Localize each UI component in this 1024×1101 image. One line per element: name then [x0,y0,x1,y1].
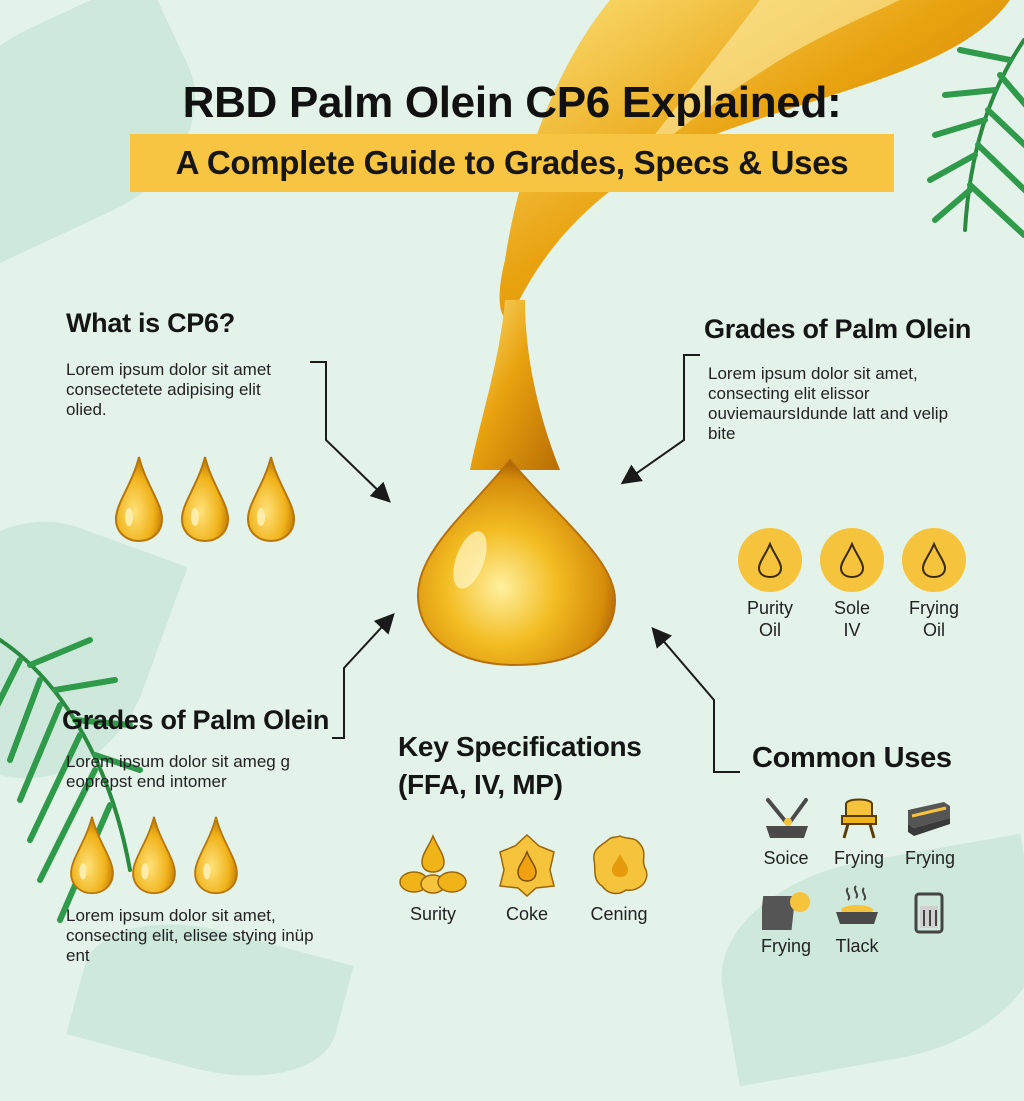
grade-label-line1: Purity [746,598,793,618]
key-specs-heading-line1: Key Specifications [398,731,642,762]
drop-blob-icon [593,835,648,895]
griddle-icon [908,802,950,836]
common-uses-heading: Common Uses [752,742,952,774]
grade-label-line1: Sole [833,598,871,618]
palm-frond-icon [0,637,143,923]
spec-label: Cening [590,904,648,924]
oil-drop-icon [114,456,164,543]
oil-drop-icon [246,456,296,543]
grade-label-line2: Oil [923,620,945,640]
grade-icon-circle [738,528,802,592]
grade-icon-circle [902,528,966,592]
grade-label-line2: Oil [759,620,781,640]
key-specs-heading: Key Specifications (FFA, IV, MP) [398,728,642,804]
grades-right-heading: Grades of Palm Olein [704,314,972,344]
grade-label-line1: Frying [908,598,959,618]
square-drop-icon [762,892,810,930]
spec-label: Coke [505,904,549,924]
oil-drop-main [416,458,617,667]
oil-drop-icon [180,456,230,543]
use-label: Tlack [835,936,879,956]
drop-badge-icon [499,833,555,898]
use-label: Frying [904,848,955,868]
grades-right-text: Lorem ipsum dolor sit amet, consecting e… [708,364,949,443]
what-is-text: Lorem ipsum dolor sit amet consectetete … [66,360,272,419]
pan-whisk-icon [766,798,808,838]
arrow-to-drop [651,626,740,773]
arrow-to-drop [332,613,395,739]
oil-drop-icon [132,816,176,895]
page-title: RBD Palm Olein CP6 Explained: [182,78,842,127]
fryer-icon [841,798,877,839]
grade-label-line2: IV [843,620,861,640]
oil-drop-icon [839,542,865,578]
oil-stream [470,0,1010,470]
grade-icon-circle [820,528,884,592]
oil-drop-icon [70,816,114,895]
arrow-to-drop [310,361,391,503]
oil-drop-icon [194,816,238,895]
oil-drop-icon [921,542,947,578]
drop-cluster-icon [399,834,467,894]
grades-left-text: Lorem ipsum dolor sit ameg g eoprepst en… [66,752,290,791]
page-subtitle: A Complete Guide to Grades, Specs & Uses [130,134,894,192]
drop-row [68,815,240,895]
spec-label: Surity [409,904,456,924]
drop-row [114,455,296,543]
use-label: Frying [833,848,884,868]
key-specs-heading-line2: (FFA, IV, MP) [398,769,563,800]
what-is-heading: What is CP6? [66,308,235,338]
oil-bottle-icon [914,892,944,934]
use-label: Frying [760,936,811,956]
palm-frond-icon [927,38,1024,238]
use-label: Soice [763,848,809,868]
steaming-pan-icon [836,885,878,924]
illustration-layer [0,0,1024,923]
oil-drop-icon [757,542,783,578]
arrow-to-drop [620,354,700,485]
grades-left-heading: Grades of Palm Olein [62,705,330,735]
grades-left-bottom-text: Lorem ipsum dolor sit amet, consecting e… [66,906,314,965]
